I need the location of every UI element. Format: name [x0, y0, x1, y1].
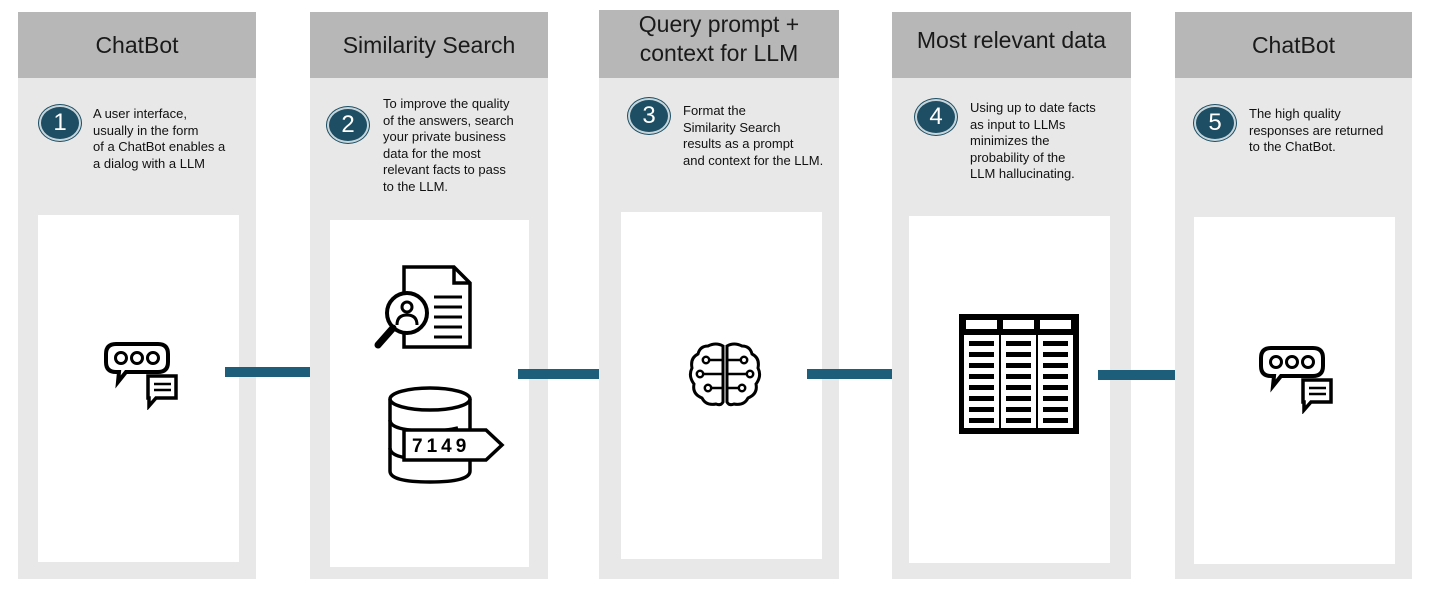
step-title-4: Most relevant data [892, 12, 1131, 78]
data-table-icon [959, 314, 1079, 434]
step-panel-3 [621, 212, 822, 559]
database-icon: 7149 [388, 386, 505, 484]
step-number-badge-3: 3 [628, 98, 670, 134]
step-panel-4 [909, 216, 1110, 563]
chat-bubbles-icon [104, 342, 178, 410]
step-column-2: Similarity Search 2 To improve the quali… [310, 12, 548, 579]
step-panel-1 [38, 215, 239, 562]
step-description-5: The high quality responses are returned … [1249, 106, 1384, 154]
step-column-1: ChatBot 1 A user interface, usually in t… [18, 12, 256, 579]
step-column-4: Most relevant data 4 Using up to date fa… [892, 12, 1131, 579]
step-title-1: ChatBot [18, 12, 256, 78]
step-number-badge-1: 1 [39, 105, 81, 141]
document-search-icon [374, 265, 472, 349]
step-description-4: Using up to date facts as input to LLMs … [970, 100, 1096, 181]
step-description-3: Format the Similarity Search results as … [683, 103, 824, 168]
step-description-2: To improve the quality of the answers, s… [383, 96, 514, 194]
step-number-badge-5: 5 [1194, 105, 1236, 141]
step-panel-2: 7149 [330, 220, 529, 567]
step-column-3: Query prompt + context for LLM 3 Format … [599, 10, 839, 579]
step-number-badge-4: 4 [915, 99, 957, 135]
step-number-badge-2: 2 [327, 107, 369, 143]
step-title-3: Query prompt + context for LLM [599, 10, 839, 78]
step-panel-5 [1194, 217, 1395, 564]
database-label: 7149 [412, 436, 470, 457]
step-column-5: ChatBot 5 The high quality responses are… [1175, 12, 1412, 579]
step-title-2: Similarity Search [310, 12, 548, 78]
step-description-1: A user interface, usually in the form of… [93, 106, 226, 171]
chat-bubbles-icon [1259, 346, 1333, 414]
step-title-5: ChatBot [1175, 12, 1412, 78]
brain-circuit-icon [688, 342, 762, 407]
